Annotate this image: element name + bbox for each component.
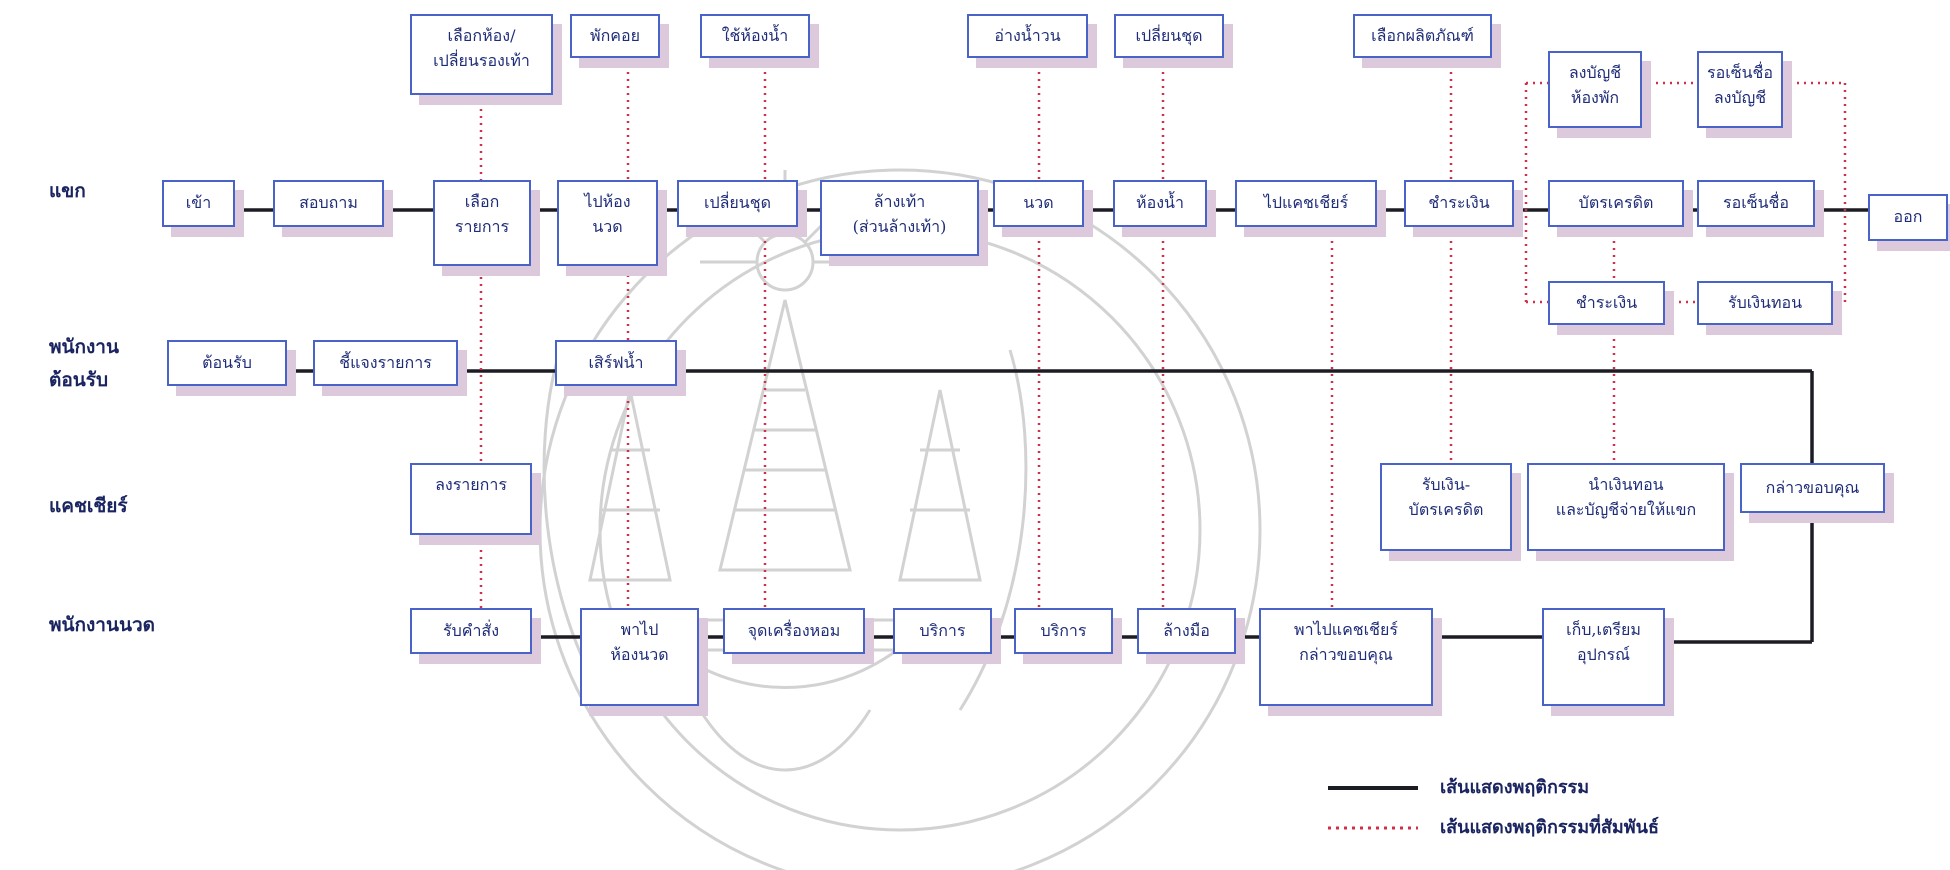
box-take-to-cashier: พาไปแคชเชียร์กล่าวขอบคุณ (1259, 608, 1433, 706)
box-choose-product: เลือกผลิตภัณฑ์ (1353, 14, 1492, 58)
box-bring-change: นำเงินทอนและบัญชีจ่ายให้แขก (1527, 463, 1725, 551)
lane-label-reception-line1: พนักงาน (49, 336, 119, 358)
box-wash-hands: ล้างมือ (1137, 608, 1236, 654)
box-credit-card: บัตรเครดิต (1548, 180, 1684, 227)
box-soak: อ่างน้ำวน (967, 14, 1088, 58)
box-service-2: บริการ (1014, 608, 1113, 654)
legend-dotted-label: เส้นแสดงพฤติกรรมที่สัมพันธ์ (1440, 817, 1659, 838)
box-receive-order: รับคำสั่ง (410, 608, 532, 654)
box-receive-change: รับเงินทอน (1697, 281, 1833, 325)
legend-solid-line (1328, 786, 1418, 790)
box-go-massage-room: ไปห้องนวด (557, 180, 658, 266)
box-light-incense: จุดเครื่องหอม (723, 608, 865, 654)
legend-dotted-line (1328, 826, 1418, 830)
box-take-to-room: พาไปห้องนวด (580, 608, 699, 706)
box-wait-sign: รอเซ็นชื่อ (1697, 180, 1815, 227)
box-wait-sign-account: รอเซ็นชื่อลงบัญชี (1697, 51, 1783, 128)
box-explain-items: ชี้แจงรายการ (313, 340, 458, 386)
lane-label-masseur: พนักงานนวด (49, 614, 155, 636)
legend-solid-label: เส้นแสดงพฤติกรรม (1440, 777, 1590, 798)
box-record-items: ลงรายการ (410, 463, 532, 535)
lane-label-reception: พนักงาน ต้อนรับ (49, 331, 119, 398)
box-change-outfit: เปลี่ยนชุด (677, 180, 798, 227)
box-massage: นวด (993, 180, 1084, 227)
box-change-clothes: เปลี่ยนชุด (1114, 14, 1224, 58)
lane-label-reception-line2: ต้อนรับ (49, 369, 109, 392)
lane-label-guest: แขก (49, 180, 86, 202)
connector-lines (235, 58, 1868, 644)
box-wash-feet: ล้างเท้า(ส่วนล้างเท้า) (820, 180, 979, 256)
box-register-room: ลงบัญชีห้องพัก (1548, 51, 1642, 128)
box-thank: กล่าวขอบคุณ (1740, 463, 1885, 513)
lane-label-cashier: แคชเชียร์ (49, 495, 128, 517)
box-service-1: บริการ (893, 608, 992, 654)
box-enter: เข้า (162, 180, 235, 227)
box-receive-card: รับเงิน-บัตรเครดิต (1380, 463, 1512, 551)
box-select-items: เลือกรายการ (433, 180, 531, 266)
box-bathroom: ห้องน้ำ (1113, 180, 1207, 227)
box-pay: ชำระเงิน (1404, 180, 1514, 227)
box-serve-water: เสิร์ฟน้ำ (555, 340, 677, 386)
box-welcome: ต้อนรับ (167, 340, 287, 386)
box-exit: ออก (1868, 194, 1948, 241)
box-rest: พักคอย (570, 14, 660, 58)
box-go-cashier: ไปแคชเชียร์ (1235, 180, 1377, 227)
box-pay-2: ชำระเงิน (1548, 281, 1665, 325)
box-store-equipment: เก็บ,เตรียมอุปกรณ์ (1542, 608, 1665, 706)
box-ask: สอบถาม (273, 180, 384, 227)
box-use-toilet: ใช้ห้องน้ำ (700, 14, 810, 58)
box-choose-room: เลือกห้อง/เปลี่ยนรองเท้า (410, 14, 553, 95)
